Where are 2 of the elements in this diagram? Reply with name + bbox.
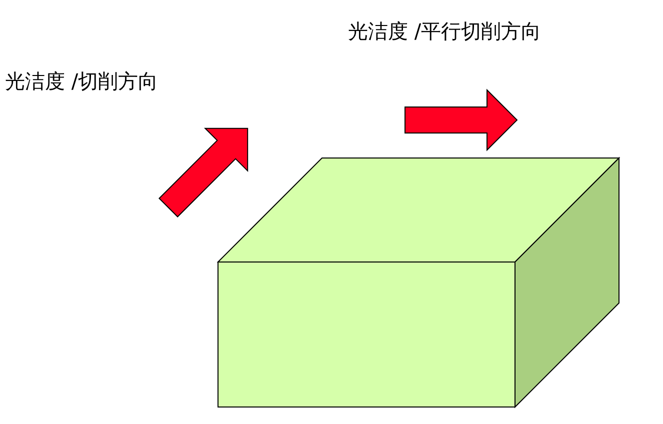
annotation-label: 光洁度 /切削方向	[5, 68, 158, 95]
annotation-label: 光洁度 /平行切削方向	[348, 18, 542, 45]
